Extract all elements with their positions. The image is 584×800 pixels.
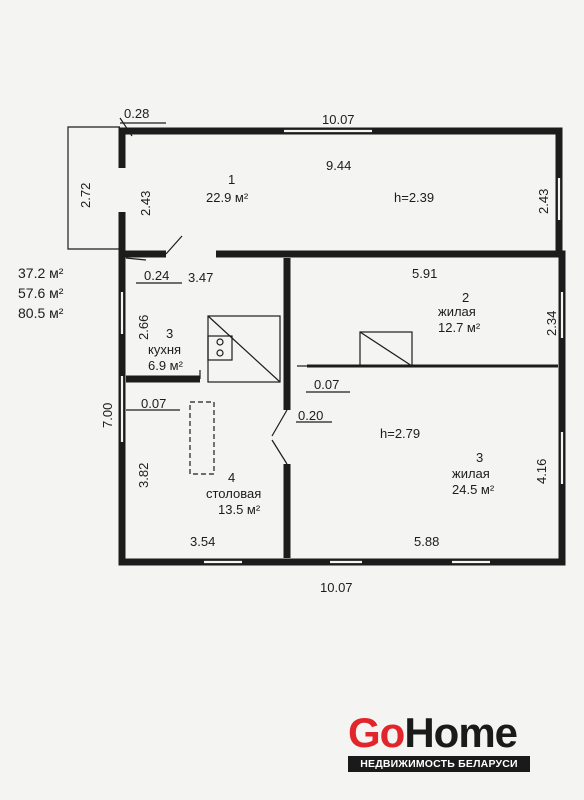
svg-text:2: 2	[462, 290, 469, 305]
svg-text:h=2.79: h=2.79	[380, 426, 420, 441]
area-summary: 37.2 м² 57.6 м² 80.5 м²	[18, 265, 64, 321]
living-area: 37.2 м²	[18, 265, 64, 281]
dim-wall-020: 0.20	[298, 408, 323, 423]
room-1-label: 1 22.9 м² h=2.39	[206, 172, 434, 205]
dim-hall-347: 3.47	[188, 270, 213, 285]
dim-dining-width: 3.54	[190, 534, 215, 549]
svg-text:столовая: столовая	[206, 486, 261, 501]
dim-left-overall: 7.00	[100, 403, 115, 428]
logo-tagline: НЕДВИЖИМОСТЬ БЕЛАРУСИ	[348, 756, 530, 772]
dining-table	[189, 401, 215, 475]
dim-wall-024: 0.24	[144, 268, 169, 283]
svg-text:12.7 м²: 12.7 м²	[438, 320, 481, 335]
logo-home: Home	[404, 709, 518, 756]
svg-text:22.9 м²: 22.9 м²	[206, 190, 249, 205]
dim-top-inner: 9.44	[326, 158, 351, 173]
dim-wall-007-left: 0.07	[141, 396, 166, 411]
svg-text:жилая: жилая	[438, 304, 476, 319]
svg-text:3: 3	[166, 326, 173, 341]
dim-porch-height: 2.72	[78, 183, 93, 208]
total-area: 80.5 м²	[18, 305, 64, 321]
svg-text:4: 4	[228, 470, 235, 485]
outer-walls	[118, 127, 566, 566]
dim-room2-height: 2.34	[544, 311, 559, 336]
dim-kitchen-height: 2.66	[136, 315, 151, 340]
dim-porch-width: 0.28	[124, 106, 149, 121]
dim-top-overall: 10.07	[322, 112, 355, 127]
dim-room2-width: 5.91	[412, 266, 437, 281]
svg-text:1: 1	[228, 172, 235, 187]
porch-outline	[67, 126, 122, 250]
svg-text:24.5 м²: 24.5 м²	[452, 482, 495, 497]
dim-room3-width: 5.88	[414, 534, 439, 549]
dim-wall-007-mid: 0.07	[314, 377, 339, 392]
dining-label: 4 столовая 13.5 м²	[206, 470, 261, 517]
svg-text:13.5 м²: 13.5 м²	[218, 502, 261, 517]
svg-text:жилая: жилая	[452, 466, 490, 481]
dimension-helpers	[126, 282, 350, 423]
svg-text:кухня: кухня	[148, 342, 181, 357]
stove	[207, 315, 281, 383]
room-3-label: h=2.79 3 жилая 24.5 м²	[380, 426, 495, 497]
dim-room1-height: 2.43	[138, 191, 153, 216]
dim-room3-height: 4.16	[534, 459, 549, 484]
useful-area: 57.6 м²	[18, 285, 64, 301]
svg-text:h=2.39: h=2.39	[394, 190, 434, 205]
doors	[125, 235, 288, 465]
kitchen-label: 3 кухня 6.9 м²	[148, 326, 184, 373]
dim-bottom-overall: 10.07	[320, 580, 353, 595]
svg-text:6.9 м²: 6.9 м²	[148, 358, 184, 373]
dim-room1-height-right: 2.43	[536, 189, 551, 214]
dim-dining-height: 3.82	[136, 463, 151, 488]
svg-text:3: 3	[476, 450, 483, 465]
logo-go: Go	[348, 709, 405, 756]
living-stove	[359, 331, 413, 367]
interior-walls	[126, 258, 558, 558]
room-2-label: 2 жилая 12.7 м²	[438, 290, 481, 335]
